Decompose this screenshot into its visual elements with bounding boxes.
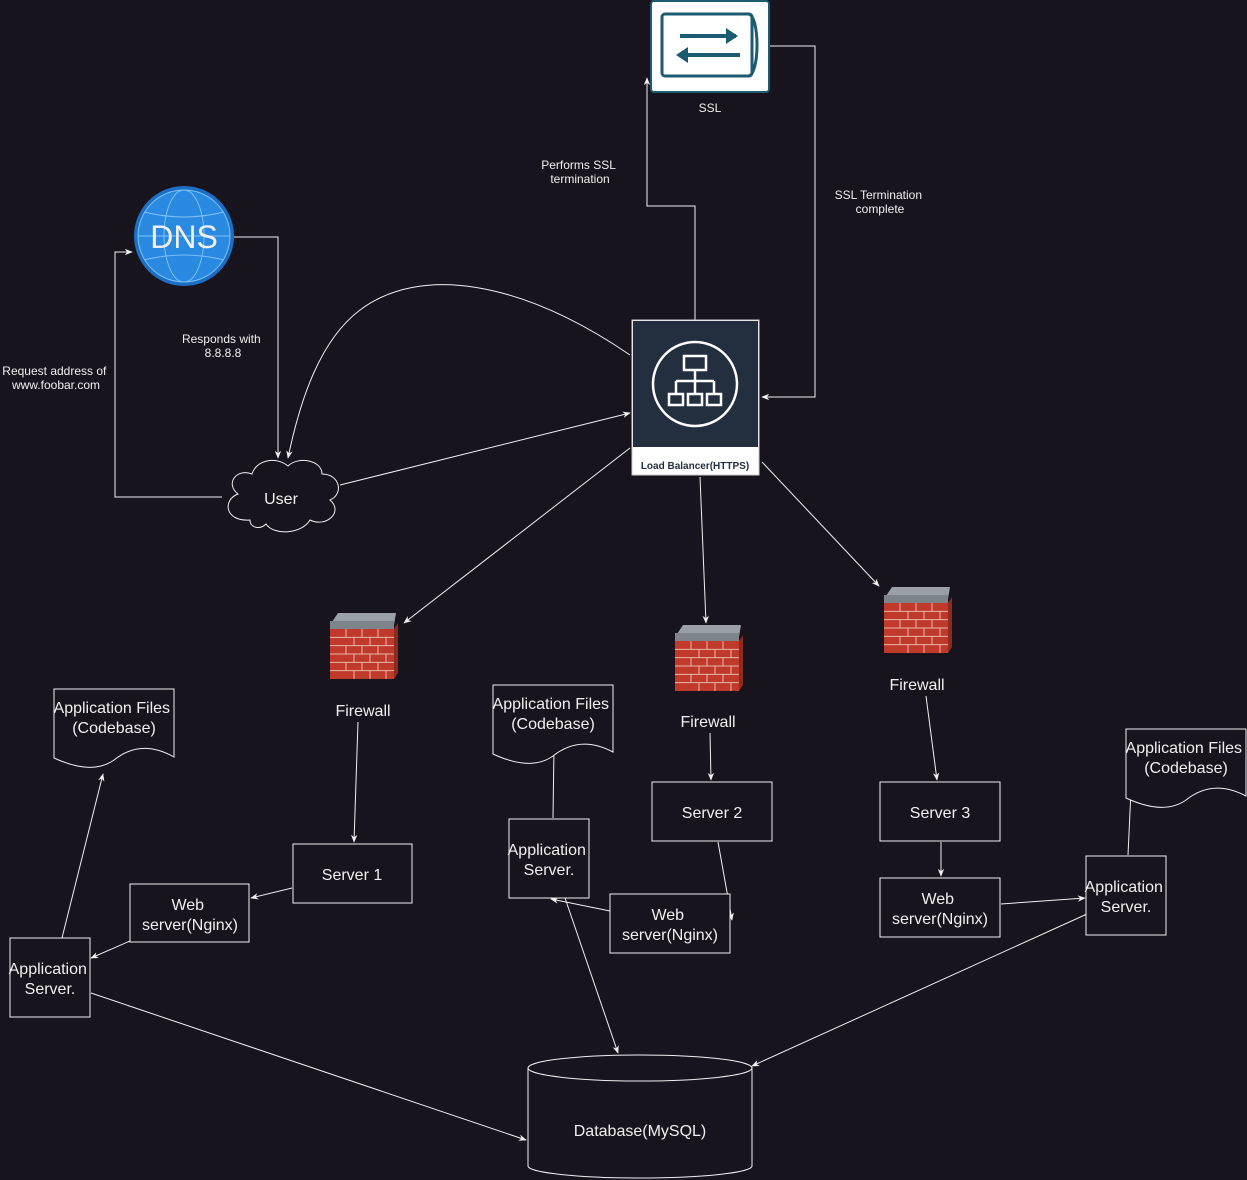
edge-lb-to-firewall-2 bbox=[699, 476, 709, 624]
edge-web-2-to-app-2 bbox=[550, 897, 611, 912]
database-node[interactable]: Database(MySQL) bbox=[527, 1054, 753, 1179]
web-server-3-label: Web server(Nginx) bbox=[892, 891, 988, 928]
web-server-2-node[interactable]: Web server(Nginx) bbox=[609, 893, 731, 954]
app-server-2-node[interactable]: Application Server. bbox=[508, 818, 591, 899]
app-server-1-label: Application Server. bbox=[9, 961, 92, 998]
ssl-tunnel-icon bbox=[660, 12, 759, 78]
app-files-1-label: Application Files (Codebase) bbox=[54, 700, 175, 737]
firewall-3-node[interactable]: Firewall bbox=[884, 587, 952, 694]
edge-dns-to-user bbox=[234, 236, 282, 459]
label-performs-ssl: Performs SSL termination bbox=[541, 158, 619, 186]
edge-web-3-to-app-3 bbox=[1000, 895, 1086, 905]
edge-user-to-lb bbox=[339, 411, 631, 486]
ssl-node[interactable]: SSL bbox=[650, 0, 770, 115]
server-1-label: Server 1 bbox=[322, 867, 383, 884]
edge-server-1-to-web-1 bbox=[250, 887, 293, 900]
user-node[interactable]: User bbox=[227, 459, 339, 533]
app-server-2-label: Application Server. bbox=[508, 842, 591, 879]
edge-firewall-3-to-server-3 bbox=[925, 695, 940, 781]
edge-app-3-to-db bbox=[751, 913, 1088, 1067]
app-files-1-node[interactable]: Application Files (Codebase) bbox=[53, 688, 175, 768]
database-label: Database(MySQL) bbox=[574, 1123, 707, 1140]
app-files-2-label: Application Files (Codebase) bbox=[493, 696, 614, 733]
server-2-node[interactable]: Server 2 bbox=[651, 781, 773, 842]
server-3-label: Server 3 bbox=[910, 805, 971, 822]
firewall-icon bbox=[675, 625, 743, 691]
edge-web-1-to-app-1 bbox=[90, 940, 131, 959]
ssl-label: SSL bbox=[699, 101, 722, 115]
firewall-1-node[interactable]: Firewall bbox=[330, 613, 398, 720]
edge-user-to-dns bbox=[114, 248, 222, 498]
database-cylinder-icon bbox=[527, 1068, 753, 1179]
label-request-address: Request address of www.foobar.com bbox=[2, 364, 109, 392]
edge-lb-to-firewall-3 bbox=[761, 461, 880, 587]
edge-firewall-1-to-server-1 bbox=[351, 721, 359, 843]
server-2-label: Server 2 bbox=[682, 805, 743, 822]
web-server-2-label: Web server(Nginx) bbox=[622, 907, 718, 944]
web-server-1-node[interactable]: Web server(Nginx) bbox=[129, 883, 250, 943]
firewall-icon bbox=[330, 613, 398, 679]
server-3-node[interactable]: Server 3 bbox=[879, 781, 1001, 842]
firewall-label: Firewall bbox=[335, 703, 390, 720]
edge-app-1-to-files-1 bbox=[61, 773, 105, 939]
edge-ssl-to-lb bbox=[761, 45, 816, 401]
edge-app-1-to-db bbox=[90, 992, 527, 1141]
label-responds-with: Responds with 8.8.8.8 bbox=[182, 332, 264, 360]
app-server-3-node[interactable]: Application Server. bbox=[1085, 855, 1168, 936]
load-balancer-label: Load Balancer(HTTPS) bbox=[641, 461, 749, 472]
app-server-3-label: Application Server. bbox=[1085, 879, 1168, 916]
load-balancer-icon bbox=[651, 340, 739, 428]
edge-app-2-to-db bbox=[564, 897, 619, 1054]
dns-label: DNS bbox=[150, 219, 218, 255]
dns-globe-icon bbox=[134, 186, 234, 286]
user-label: User bbox=[264, 491, 298, 508]
web-server-3-node[interactable]: Web server(Nginx) bbox=[879, 877, 1001, 938]
app-server-1-node[interactable]: Application Server. bbox=[9, 937, 92, 1018]
web-server-1-label: Web server(Nginx) bbox=[142, 897, 238, 934]
load-balancer-node[interactable]: Load Balancer(HTTPS) bbox=[631, 319, 760, 476]
firewall-2-node[interactable]: Firewall bbox=[675, 625, 743, 731]
edge-lb-to-user bbox=[286, 284, 631, 459]
app-files-2-node[interactable]: Application Files (Codebase) bbox=[492, 684, 614, 764]
user-cloud-icon bbox=[227, 459, 339, 533]
edge-app-3-to-files-3 bbox=[1127, 789, 1132, 856]
edge-labels: Performs SSL termination SSL Termination… bbox=[2, 158, 926, 392]
edge-app-2-to-files-2 bbox=[550, 746, 558, 819]
label-ssl-complete: SSL Termination complete bbox=[835, 188, 926, 216]
firewall-label: Firewall bbox=[889, 677, 944, 694]
firewall-label: Firewall bbox=[680, 714, 735, 731]
app-files-3-node[interactable]: Application Files (Codebase) bbox=[1125, 728, 1247, 808]
edge-firewall-2-to-server-2 bbox=[707, 732, 715, 781]
dns-node[interactable]: DNS bbox=[134, 186, 234, 286]
firewall-icon bbox=[884, 587, 952, 653]
edge-lb-to-ssl bbox=[643, 77, 696, 320]
app-files-3-label: Application Files (Codebase) bbox=[1126, 740, 1247, 777]
edge-lb-to-firewall-1 bbox=[403, 447, 631, 624]
server-1-node[interactable]: Server 1 bbox=[292, 843, 413, 904]
